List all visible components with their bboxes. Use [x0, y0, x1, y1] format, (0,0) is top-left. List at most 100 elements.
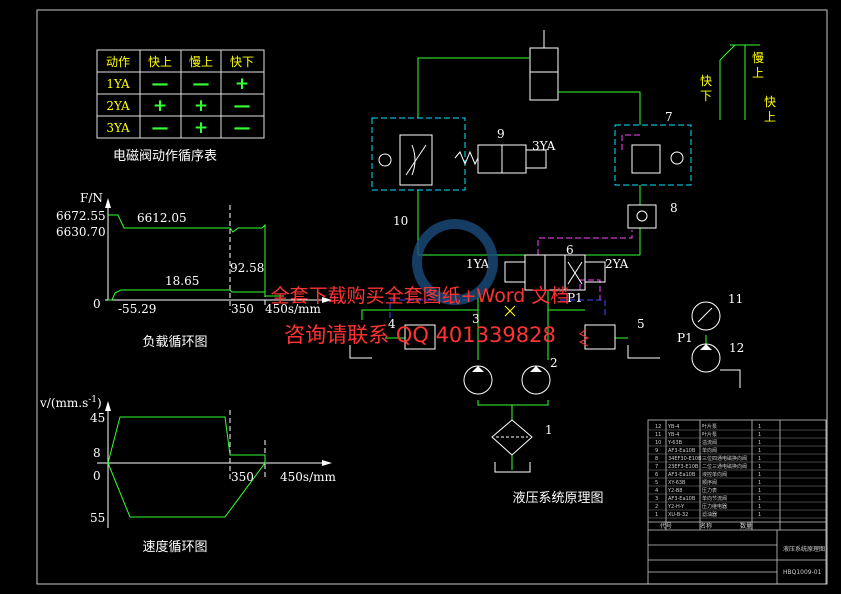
- watermark-logo: [412, 219, 498, 305]
- bom-row-index: 3: [655, 496, 658, 502]
- bom-cell: 二位三通电磁换向阀: [702, 463, 747, 470]
- label-2: 2: [550, 356, 558, 370]
- label-3ya: 3YA: [532, 139, 556, 153]
- table-header-fast-up: 快上: [148, 55, 172, 69]
- label-8: 8: [670, 201, 678, 215]
- bom-cell: YB-4: [667, 424, 679, 430]
- bom-cell: 1: [758, 440, 761, 446]
- load-y-label-1: 6672.55: [56, 209, 106, 223]
- table-cell: —: [193, 74, 210, 94]
- label-4: 4: [388, 317, 396, 331]
- bom-cell: 23EF3-E10B: [668, 464, 699, 470]
- load-x450: 450s/mm: [265, 302, 321, 316]
- bom-cell: YB-4: [667, 432, 679, 438]
- bom-row-index: 11: [655, 432, 661, 438]
- bom-cell: 1: [758, 504, 761, 510]
- drawing-frame: [36, 9, 828, 585]
- label-11: 11: [728, 292, 743, 306]
- bom-cell: Y2-H-Y: [667, 504, 685, 510]
- bom-footer-qty: 数量: [740, 522, 752, 530]
- load-y-label-2: 6630.70: [56, 225, 106, 239]
- table-cell: +: [194, 118, 208, 138]
- bom-row-index: 4: [655, 488, 658, 494]
- bom-cell: 1: [758, 432, 761, 438]
- bom-cell: 1: [758, 472, 761, 478]
- speed-caption: 速度循环图: [142, 539, 207, 555]
- bom-cell: Y2-B8: [667, 488, 682, 494]
- bom-cell: 1: [758, 464, 761, 470]
- title-block-drawing-no: HBQ1009-01: [783, 569, 822, 576]
- bom-cell: 1: [758, 456, 761, 462]
- bom-row-index: 1: [655, 512, 658, 518]
- bom-cell: 顺序阀: [702, 479, 717, 486]
- bom-row-index: 10: [655, 440, 661, 446]
- speed-y0: 0: [93, 469, 101, 483]
- load-mid-value: 18.65: [165, 274, 199, 288]
- table-cell: +: [194, 96, 208, 116]
- cylinder: [529, 47, 559, 101]
- bom-cell: 叶片泵: [702, 423, 717, 430]
- bom-row-index: 7: [655, 464, 658, 470]
- bom-footer-name: 名称: [700, 522, 712, 530]
- load-chart: [105, 198, 332, 310]
- table-cell: —: [152, 118, 169, 138]
- bom-cell: 压力继电器: [702, 503, 727, 510]
- bom-cell: 液控单向阀: [702, 471, 727, 478]
- bom-cell: XU-B-32: [668, 512, 688, 518]
- table-cell: —: [234, 96, 251, 116]
- bom-cell: 压力表: [702, 487, 717, 494]
- bom-cell: AF3-Ea10B: [668, 496, 696, 502]
- hydraulic-labels: 1 2 3 4 5 6 7 8 9 10 11 12 1YA 2YA 3YA P…: [388, 110, 744, 437]
- speed-y8: 8: [93, 446, 101, 460]
- label-p1-b: P1: [677, 331, 693, 345]
- table-header-action: 动作: [106, 55, 130, 69]
- watermark-line-2: 咨询请联系 QQ 401339828: [284, 323, 556, 347]
- bom-row-index: 6: [655, 472, 658, 478]
- label-12: 12: [729, 341, 744, 355]
- bom-cell: 1: [758, 424, 761, 430]
- motion-fast-down: 快下: [700, 74, 712, 103]
- label-1ya: 1YA: [466, 257, 490, 271]
- label-3: 3: [472, 312, 480, 326]
- bom-cell: 叶片泵: [702, 431, 717, 438]
- load-marker-value: 92.58: [230, 261, 264, 275]
- label-6: 6: [566, 243, 574, 257]
- table-header-fast-down: 快下: [230, 55, 254, 69]
- bom-cell: 1: [758, 480, 761, 486]
- speed-x350: 350: [231, 470, 254, 484]
- bom-cell: Y-63B: [667, 440, 683, 446]
- bom-cell: XY-63B: [668, 480, 686, 486]
- label-7: 7: [665, 110, 673, 124]
- hydraulic-schematic: [349, 30, 760, 473]
- bom-cell: AF3-Ea10B: [668, 448, 696, 454]
- load-neg-value: -55.29: [118, 302, 156, 316]
- load-zero: 0: [93, 297, 101, 311]
- bom-cell: 1: [758, 512, 761, 518]
- load-ylabel: F/N: [80, 191, 103, 205]
- watermark-line-1: 全套下载购买全套图纸+Word 文档: [271, 285, 570, 307]
- table-cell: +: [153, 96, 167, 116]
- table-caption: 电磁阀动作循序表: [113, 149, 217, 164]
- bom-cell: 单向阀: [702, 447, 717, 454]
- table-row-1ya: 1YA: [106, 77, 130, 91]
- hydraulic-caption: 液压系统原理图: [512, 491, 603, 506]
- label-5: 5: [637, 317, 645, 331]
- table-header-slow-up: 慢上: [189, 55, 213, 69]
- bom-row-index: 5: [655, 480, 658, 486]
- title-block-drawing-title: 液压系统原理图: [783, 545, 825, 553]
- table-cell: —: [234, 118, 251, 138]
- bom-row-index: 9: [655, 448, 658, 454]
- bom-row-index: 2: [655, 504, 658, 510]
- label-10: 10: [393, 214, 408, 228]
- speed-x450: 450s/mm: [280, 470, 336, 484]
- motion-fast-up: 快上: [764, 95, 776, 124]
- table-row-3ya: 3YA: [106, 121, 130, 135]
- table-cell: +: [235, 74, 249, 94]
- solenoid-table: [96, 49, 265, 139]
- bom-cell: 单向节流阀: [702, 495, 727, 502]
- bom-cell: AF3-Ea10B: [668, 472, 696, 478]
- speed-chart: [97, 401, 332, 528]
